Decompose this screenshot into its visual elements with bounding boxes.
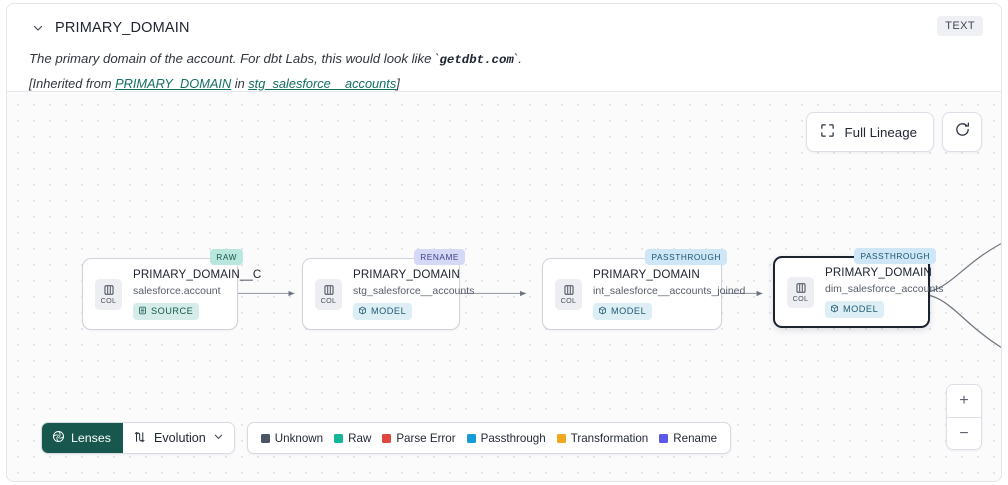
- evolution-dropdown[interactable]: Evolution: [122, 423, 234, 453]
- evolution-flow-icon: [133, 430, 147, 447]
- legend-swatch-transformation: [556, 433, 566, 443]
- legend-label: Transformation: [570, 431, 649, 445]
- node-subtitle: int_salesforce__accounts_joined: [593, 284, 746, 297]
- node-subtitle: salesforce.account: [133, 284, 221, 297]
- canvas-bottom-toolbar: Lenses Evolution: [41, 422, 732, 454]
- legend-swatch-rename: [659, 433, 669, 443]
- legend-label: Passthrough: [480, 431, 546, 445]
- zoom-controls: + −: [946, 384, 982, 450]
- node-name: PRIMARY_DOMAIN: [353, 268, 460, 282]
- legend-item: Rename: [659, 432, 717, 445]
- legend-label: Rename: [673, 431, 718, 445]
- node-tag-badge: PASSTHROUGH: [854, 248, 936, 264]
- aperture-icon: [52, 430, 65, 446]
- chevron-down-icon[interactable]: [29, 19, 47, 37]
- title-row: PRIMARY_DOMAIN: [29, 16, 983, 40]
- column-chip-label: COL: [320, 295, 337, 305]
- column-chip-label: COL: [792, 293, 809, 303]
- inherited-middle: in: [231, 75, 249, 91]
- column-icon: COL: [555, 278, 582, 310]
- card-container: PRIMARY_DOMAIN TEXT The primary domain o…: [6, 3, 1002, 482]
- node-kind-label: SOURCE: [151, 306, 194, 317]
- type-badge: TEXT: [937, 16, 983, 36]
- legend-item: Raw: [334, 432, 371, 445]
- legend-swatch-passthrough: [466, 433, 476, 443]
- legend-swatch-unknown: [260, 433, 270, 443]
- inherited-model-link[interactable]: stg_salesforce__accounts: [248, 75, 397, 91]
- legend-label: Raw: [348, 431, 372, 445]
- inherited-prefix: [Inherited from: [29, 75, 116, 91]
- inherited-column-link[interactable]: PRIMARY_DOMAIN: [115, 75, 232, 91]
- zoom-out-button[interactable]: −: [947, 417, 981, 449]
- node-kind-label: MODEL: [371, 306, 407, 317]
- node-kind-label: MODEL: [843, 304, 879, 315]
- zoom-in-button[interactable]: +: [959, 392, 969, 409]
- node-kind-badge: MODEL: [353, 302, 413, 320]
- legend-item: Unknown: [260, 431, 324, 445]
- node-subtitle: stg_salesforce__accounts: [353, 284, 475, 297]
- legend-item: Transformation: [556, 431, 649, 445]
- legend-item: Passthrough: [466, 431, 546, 445]
- full-lineage-label: Full Lineage: [844, 124, 917, 140]
- column-icon: COL: [787, 276, 814, 308]
- refresh-icon: [954, 121, 971, 143]
- expand-icon: [820, 123, 835, 141]
- column-description: The primary domain of the account. For d…: [29, 50, 983, 69]
- node-body: PRIMARY_DOMAIN stg_salesforce__accounts …: [353, 268, 474, 320]
- evolution-label: Evolution: [153, 431, 206, 445]
- inherited-from-note: [Inherited from PRIMARY_DOMAIN in stg_sa…: [29, 76, 983, 91]
- full-lineage-button[interactable]: Full Lineage: [805, 112, 934, 152]
- node-kind-badge: MODEL: [825, 300, 885, 318]
- lineage-legend: Unknown Raw Parse Error Passthrough: [246, 422, 732, 454]
- model-icon: [358, 306, 367, 317]
- lineage-node[interactable]: RENAME COL PRIMARY_DOMAIN stg_salesforce…: [302, 249, 474, 330]
- column-icon: COL: [95, 278, 122, 310]
- chevron-down-icon: [213, 431, 224, 445]
- node-body: PRIMARY_DOMAIN__C salesforce.account SOU…: [133, 268, 261, 320]
- legend-item: Parse Error: [382, 431, 456, 445]
- column-icon: COL: [315, 278, 342, 310]
- node-name: PRIMARY_DOMAIN: [825, 266, 932, 280]
- lenses-label: Lenses: [71, 431, 111, 445]
- lenses-group: Lenses Evolution: [41, 422, 235, 454]
- legend-swatch-raw: [334, 433, 344, 443]
- lineage-canvas[interactable]: Full Lineage RAW: [7, 91, 1001, 481]
- node-body: PRIMARY_DOMAIN int_salesforce__accounts_…: [593, 268, 745, 320]
- legend-label: Parse Error: [396, 431, 456, 445]
- node-tag-badge: RAW: [210, 249, 243, 265]
- canvas-top-controls: Full Lineage: [805, 112, 982, 152]
- legend-label: Unknown: [274, 431, 324, 445]
- node-subtitle: dim_salesforce_accounts: [825, 282, 944, 295]
- description-suffix: `.: [513, 51, 522, 66]
- description-code: getdbt.com: [439, 53, 514, 67]
- description-prefix: The primary domain of the account. For d…: [29, 51, 440, 66]
- source-icon: [138, 306, 147, 317]
- lineage-node[interactable]: PASSTHROUGH COL PRIMARY_DOMAIN int_sales…: [542, 249, 745, 330]
- column-chip-label: COL: [560, 295, 577, 305]
- node-body: PRIMARY_DOMAIN dim_salesforce_accounts M…: [825, 266, 943, 318]
- column-header: PRIMARY_DOMAIN TEXT The primary domain o…: [7, 4, 1001, 91]
- refresh-button[interactable]: [942, 112, 982, 152]
- node-tag-badge: RENAME: [414, 249, 465, 265]
- inherited-suffix: ]: [396, 75, 400, 91]
- node-name: PRIMARY_DOMAIN__C: [133, 268, 262, 282]
- lineage-node[interactable]: RAW COL PRIMARY_DOMAIN__C salesforce.acc…: [82, 249, 261, 330]
- page-title: PRIMARY_DOMAIN: [55, 20, 190, 36]
- column-chip-label: COL: [100, 295, 117, 305]
- node-kind-badge: MODEL: [593, 302, 653, 320]
- model-icon: [598, 306, 607, 317]
- lenses-button[interactable]: Lenses: [42, 423, 123, 453]
- node-kind-label: MODEL: [611, 306, 647, 317]
- node-name: PRIMARY_DOMAIN: [593, 268, 700, 282]
- lineage-node-selected[interactable]: PASSTHROUGH COL PRIMARY_DOMAIN dim_sales…: [773, 248, 943, 328]
- legend-swatch-parse-error: [382, 433, 392, 443]
- model-icon: [830, 304, 839, 315]
- node-tag-badge: PASSTHROUGH: [645, 249, 727, 265]
- node-kind-badge: SOURCE: [133, 302, 200, 320]
